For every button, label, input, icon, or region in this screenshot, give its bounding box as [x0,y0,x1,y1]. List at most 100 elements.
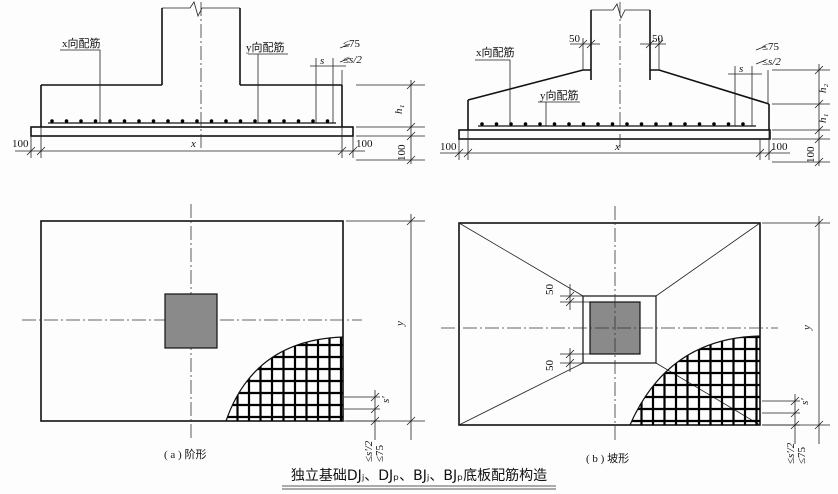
right-50c-label: 50 [544,284,556,296]
right-y-rebar-leader [538,101,580,126]
left-le75v-label: ≤75 [374,444,386,462]
rebar-dot [494,122,499,126]
left-bottom-dim [15,127,365,158]
rebar-dot [108,119,112,123]
left-y-label: y [394,321,406,327]
right-50b-label: 50 [652,33,664,45]
right-x-rebar-label: x向配筋 [476,45,515,59]
rebar-dot [137,119,141,123]
right-caption: ( b ) 坡形 [586,452,629,465]
left-h1-label: h₁ [393,105,405,115]
left-100-left-label: 100 [12,138,29,150]
right-lesp2-label: ≤s'/2 [785,442,797,464]
right-100-left-label: 100 [440,141,457,153]
right-vert-dim [772,64,830,166]
right-bottom-dim [440,130,790,160]
rebar-dot [79,119,83,123]
left-rebar-mesh [226,337,343,421]
rebar-dot [50,119,54,123]
right-plan: 50 50 s' ≤s'/2 ≤75 y ( b ) 坡形 [441,206,830,465]
rebar-dot [480,122,484,126]
rebar-dot [253,119,257,123]
left-y-ticks [406,216,416,426]
left-rebar-dots [50,119,330,123]
left-step-outline [40,84,343,127]
rebar-dot [166,119,170,123]
left-100-bottom-label: 100 [396,144,408,161]
left-100-right-label: 100 [356,138,373,150]
left-y-dim [346,214,425,440]
right-elevation: x向配筋 y向配筋 50 50 ≤75 ≤s/2 s h₂ h₁ 100 100… [440,2,830,167]
right-y-ticks [814,218,824,430]
left-x-label: x [190,138,196,150]
right-sp-label: s' [799,398,811,405]
left-s-ticks [339,43,351,63]
rebar-dot [639,122,644,126]
right-s-label: s [739,63,743,75]
left-y-rebar-label: y向配筋 [246,40,285,54]
rebar-dot [581,122,586,126]
right-sp-dim [762,394,800,444]
rebar-dot [296,119,301,123]
rebar-dot [712,122,716,126]
rebar-dot [325,119,330,123]
left-plan-outline [40,220,344,422]
rebar-dot [151,119,156,123]
rebar-dot [567,122,571,126]
right-plan-50-ticks [565,291,575,368]
right-slope-outline [467,69,770,130]
rebar-dot [224,119,228,123]
left-y-rebar-leader [248,53,288,123]
right-100-right-label: 100 [771,141,788,153]
rebar-dot [741,122,745,126]
left-plan-column [164,293,218,349]
left-caption: ( a ) 阶形 [164,447,206,461]
left-s-label: s [320,55,324,67]
rebar-dot [282,119,286,123]
right-50-dims [570,38,666,70]
right-50a-label: 50 [569,33,581,45]
right-les2-label: ≤s/2 [762,56,781,68]
right-mesh-boundary [629,335,761,426]
left-x-rebar-label: x向配筋 [62,36,101,50]
right-y-dim [762,216,830,444]
right-le75v-label: ≤75 [796,446,808,464]
left-break-line [162,1,240,18]
left-sp-label: s' [380,396,392,403]
left-les2-label: ≤s/2 [343,54,362,66]
right-bottom-ticks [454,148,774,158]
left-elevation: x向配筋 y向配筋 ≤75 ≤s/2 s h₁ 100 100 100 x [12,1,425,165]
right-h1-label: h₁ [817,114,829,124]
rebar-dot [654,122,658,126]
right-le75-label: ≤75 [762,41,780,53]
right-rebar-dots [480,122,745,126]
right-h2-label: h₂ [817,84,829,94]
right-50-ticks [578,39,664,49]
right-column-outline [590,10,651,80]
left-bottom-ticks [26,146,358,156]
rebar-dot [683,122,687,126]
left-bedding [30,126,354,137]
rebar-dot [610,122,615,126]
right-break-line [591,3,650,20]
page-title: 独立基础DJⱼ、DJₚ、BJⱼ、BJₚ底板配筋构造 [291,467,547,484]
left-sp-dim [344,390,380,440]
rebar-dot [726,122,731,126]
rebar-dot [311,119,315,123]
rebar-dot [523,122,528,126]
left-plan: s' ≤s'/2 ≤75 y ( a ) 阶形 [22,204,425,462]
right-plan-outline [458,222,761,426]
right-50d-label: 50 [544,360,556,372]
rebar-dot [668,122,673,126]
left-lesp2-label: ≤s'/2 [363,440,375,462]
right-plan-inner-frame [582,295,657,364]
rebar-dot [267,119,272,123]
rebar-dot [697,122,702,126]
right-x-rebar-leader [475,59,511,126]
left-vert-dim [356,80,425,164]
left-vert-ticks [406,80,416,165]
left-column-outline [161,8,241,85]
rebar-dot [625,122,629,126]
left-mesh-boundary [225,336,344,422]
